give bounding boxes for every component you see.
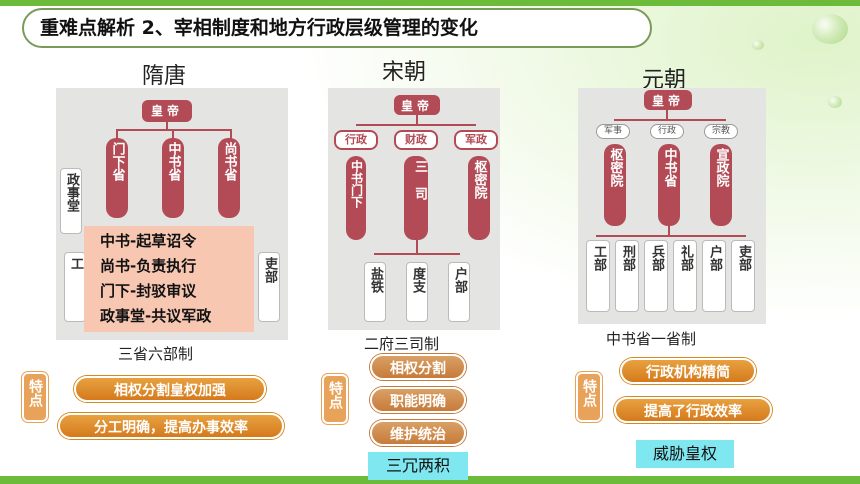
yuan-dept-libu-rites: 礼部 [673,240,697,312]
heading-sui-tang: 隋唐 [142,64,187,89]
connector-line [116,129,232,131]
note-line: 门下-封驳审议 [100,282,197,300]
yuan-feature-1: 行政机构精简 [620,358,756,384]
yuan-feature-label: 特点 [576,372,602,422]
yuan-caption: 中书省一省制 [606,330,697,348]
page-title: 重难点解析 2、宰相制度和地方行政层级管理的变化 [22,8,652,48]
song-office-sansi: 三司 [404,156,428,240]
song-category-military: 军政 [454,130,498,150]
song-office-shumiyuan: 枢密院 [468,156,490,240]
song-dept-yantie: 盐铁 [364,262,386,322]
yuan-category-admin: 行政 [650,124,684,139]
connector-line [666,110,668,120]
connector-line [116,129,118,139]
sui-tang-feature-label: 特点 [22,372,48,422]
heading-song: 宋朝 [382,60,427,85]
connector-line [374,253,460,255]
yuan-category-military: 军事 [596,124,630,139]
sui-tang-notes-box: 中书-起草诏令 尚书-负责执行 门下-封驳审议 政事堂-共议军政 [84,226,254,332]
yuan-office-shumiyuan: 枢密院 [604,144,626,226]
sui-tang-dept-li: 吏部 [258,252,280,322]
yuan-dept-bingbu: 兵部 [644,240,668,312]
connector-line [230,129,232,139]
song-feature-3: 维护统治 [370,420,466,446]
note-line: 政事堂-共议军政 [100,307,212,325]
connector-line [172,129,174,139]
connector-line [614,119,726,121]
song-caption: 二府三司制 [364,335,440,353]
yuan-dept-hubu: 户部 [702,240,726,312]
sui-tang-feature-2: 分工明确，提高办事效率 [58,413,284,439]
sui-tang-emperor-seal: 皇帝 [142,100,192,122]
yuan-emperor-seal: 皇帝 [644,90,692,110]
connector-line [668,226,670,236]
yuan-dept-gongbu: 工部 [586,240,610,312]
song-emperor-seal: 皇帝 [394,95,440,115]
sui-tang-province-zhongshu: 中书省 [162,138,184,218]
sui-tang-caption: 三省六部制 [118,345,194,363]
sui-tang-dept-gong: 工 [64,252,86,322]
sui-tang-council: 政事堂 [60,168,82,234]
yuan-category-religion: 宗教 [704,124,738,139]
song-office-zhongshumenxia: 中书门下 [346,156,366,240]
song-category-finance: 财政 [394,130,438,150]
top-accent-bar [0,0,860,6]
water-drop-decoration [828,96,842,108]
connector-line [356,124,476,126]
connector-line [416,115,418,125]
connector-line [596,235,746,237]
song-dept-duzhi: 度支 [406,262,428,322]
song-feature-2: 职能明确 [370,387,466,413]
connector-line [416,240,418,254]
connector-line [166,122,168,130]
yuan-office-xuanzhengyuan: 宣政院 [710,144,732,226]
yuan-dept-xingbu: 刑部 [615,240,639,312]
song-feature-label: 特点 [322,374,348,424]
song-problem-box: 三冗两积 [368,452,468,480]
bottom-accent-bar [0,476,860,484]
water-drop-decoration [812,14,848,44]
yuan-problem-box: 威胁皇权 [636,440,734,468]
sui-tang-feature-1: 相权分割皇权加强 [74,376,266,402]
note-line: 尚书-负责执行 [100,257,197,275]
song-dept-hubu: 户部 [448,262,470,322]
note-line: 中书-起草诏令 [100,232,197,250]
yuan-feature-2: 提高了行政效率 [614,397,772,423]
yuan-dept-libu-personnel: 吏部 [731,240,755,312]
yuan-office-zhongshusheng: 中书省 [658,144,680,226]
water-drop-decoration [752,40,764,50]
sui-tang-province-shangshu: 尚书省 [218,138,240,218]
sui-tang-province-menxia: 门下省 [106,138,128,218]
song-category-admin: 行政 [334,130,378,150]
song-feature-1: 相权分割 [370,354,466,380]
